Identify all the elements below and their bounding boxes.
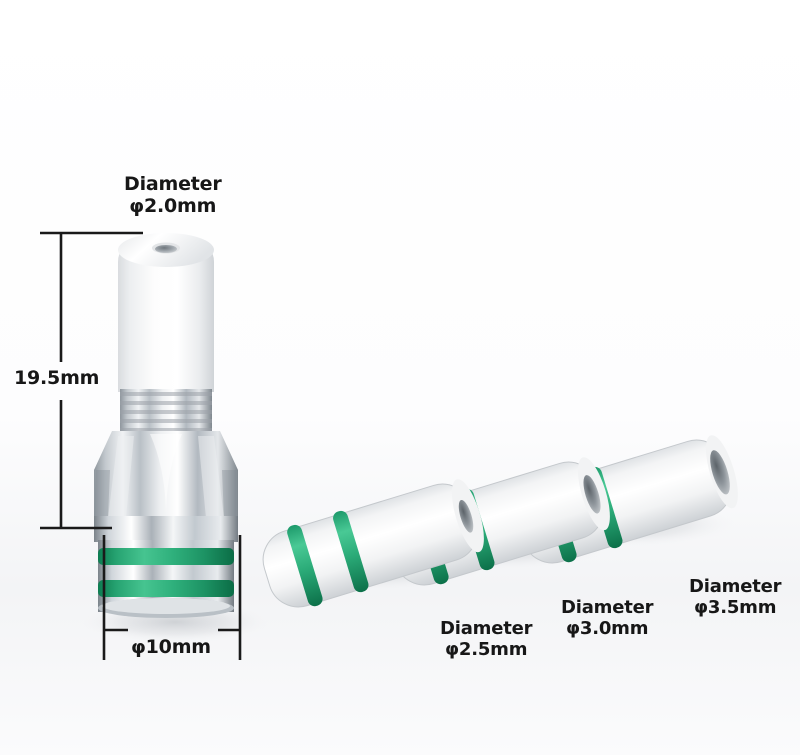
o-ring-upper [98,548,234,565]
annotation-bore-2-5mm-line1: Diameter [440,618,533,639]
annotation-bore-3-5mm-line2: φ3.5mm [694,596,777,618]
annotation-bore-3-0mm: Diameter φ3.0mm [561,597,654,639]
annotation-bore-3-5mm: Diameter φ3.5mm [689,576,782,618]
annotation-height: 19.5mm [14,367,100,389]
annotation-bore-3-0mm-line1: Diameter [561,597,654,618]
bore-2-0mm [155,245,177,253]
chrome-base [94,516,238,618]
annotation-bore-2-5mm: Diameter φ2.5mm [440,618,533,660]
o-rings-2-5mm [287,510,369,607]
drip-tip-2-5mm [262,479,484,608]
o-ring-lower [98,580,234,597]
ceramic-mouthpiece [118,233,214,392]
faceted-chrome-body [94,431,238,520]
drip-tip-2-0mm-main [94,233,238,618]
annotation-bore-2-5mm-line2: φ2.5mm [445,638,528,660]
annotation-bore-3-5mm-line1: Diameter [689,576,782,597]
threaded-collar [120,389,212,433]
annotation-bore-2-0mm: Diameter φ2.0mm [124,173,222,217]
annotation-bore-3-0mm-line2: φ3.0mm [566,617,649,639]
annotation-base-diameter: φ10mm [131,636,211,658]
dimension-lines [40,231,242,660]
annotation-bore-2-0mm-line2: φ2.0mm [129,194,217,217]
annotation-bore-2-0mm-line1: Diameter [124,173,222,195]
